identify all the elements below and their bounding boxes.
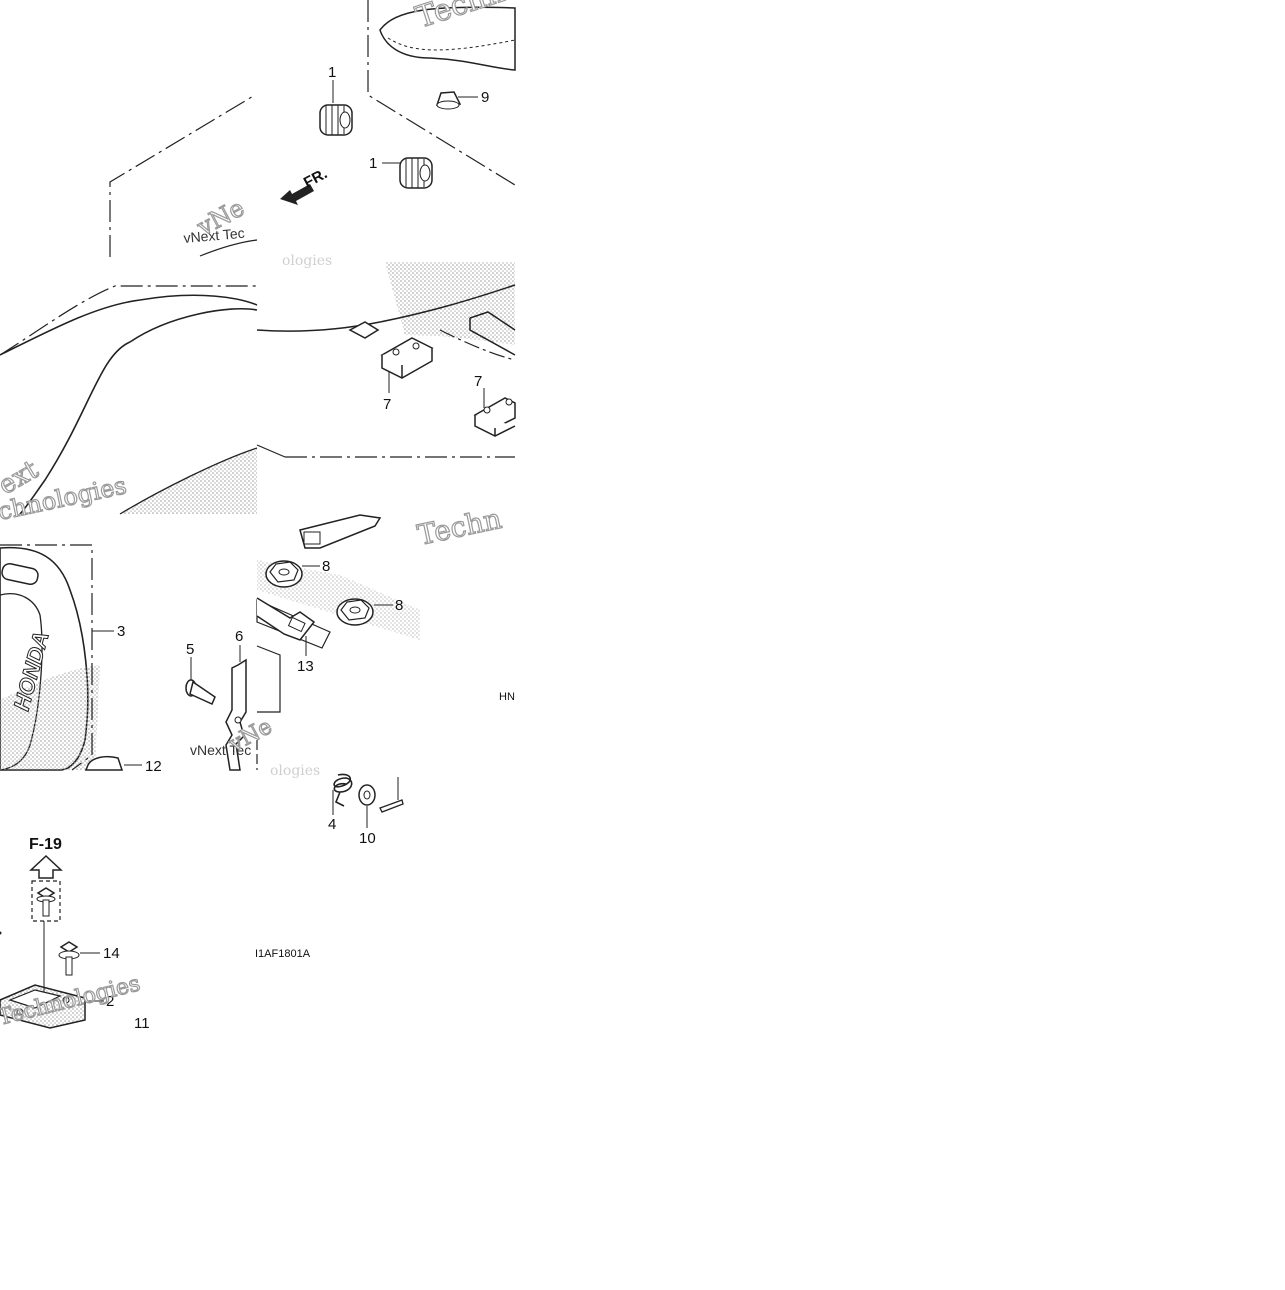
flange-nut-icon <box>265 560 303 588</box>
callout-14: 14 <box>103 945 120 962</box>
seat-bracket-icon <box>380 337 434 379</box>
flange-bolt-icon <box>58 941 80 976</box>
flange-nut-icon <box>336 598 374 626</box>
seat-strap-icon <box>256 597 316 641</box>
spring-icon <box>333 773 353 807</box>
callout-4: 4 <box>328 816 336 833</box>
callout-6: 6 <box>235 628 243 645</box>
watermark-fragment: vNext Tec <box>183 225 245 246</box>
up-arrow-icon <box>29 854 63 879</box>
front-arrow-icon <box>280 184 314 205</box>
tile-bottom-left: F-19 14 2 11 Technologies <box>0 836 150 1032</box>
rubber-cushion-icon <box>319 104 353 136</box>
tile-top-left <box>109 94 256 257</box>
callout-12: 12 <box>145 758 162 775</box>
callout-3: 3 <box>117 623 125 640</box>
rubber-cushion-icon <box>399 157 433 189</box>
callout-8a: 8 <box>322 558 330 575</box>
tile-lower-left: HONDA 3 12 5 6 vNext Tec vNe <box>0 544 277 775</box>
tile-middle-left: ext chnologies <box>0 285 258 526</box>
tile-bottom-middle: 4 10 I1AF1801A <box>255 773 404 960</box>
callout-8b: 8 <box>395 597 403 614</box>
flange-bolt-icon <box>36 887 56 917</box>
seat-strap-icon <box>299 514 382 549</box>
pin-bolt-icon <box>185 679 216 705</box>
cotter-pin-icon <box>379 799 404 813</box>
watermark-fragment: ologies <box>270 763 320 779</box>
figure-code: I1AF1801A <box>255 948 311 960</box>
callout-9: 9 <box>481 89 489 106</box>
callout-1a: 1 <box>328 64 336 81</box>
callout-10: 10 <box>359 830 376 847</box>
callout-1b: 1 <box>369 155 377 172</box>
watermark-fragment: ologies <box>282 253 332 269</box>
stray-label: HN <box>499 691 515 703</box>
watermark-fragment: vNext Tec <box>190 742 251 758</box>
strap-icon <box>84 755 124 771</box>
callout-2: 2 <box>106 993 114 1010</box>
mounting-bracket-icon <box>0 984 86 1029</box>
callout-7a: 7 <box>383 396 391 413</box>
latch-plate-icon <box>225 658 247 771</box>
watermark-fragment: Techn <box>415 502 505 552</box>
callout-11: 11 <box>134 1015 150 1032</box>
callout-7b: 7 <box>474 373 482 390</box>
tile-lower-middle: 13 8 8 Techn HN ologies <box>256 501 515 779</box>
seat-bracket-icon <box>473 397 516 437</box>
washer-icon <box>358 784 376 806</box>
tile-top-middle: 1 1 9 FR. Techno vNext Tec vNe <box>183 0 527 257</box>
callout-13: 13 <box>297 658 314 675</box>
seat-tail-outline <box>379 6 516 71</box>
tile-middle-middle: 7 7 ologies <box>256 253 516 458</box>
callout-5: 5 <box>186 641 194 658</box>
reference-label: F-19 <box>29 836 62 853</box>
cap-nut-icon <box>435 91 462 110</box>
seat-outline <box>0 286 257 514</box>
